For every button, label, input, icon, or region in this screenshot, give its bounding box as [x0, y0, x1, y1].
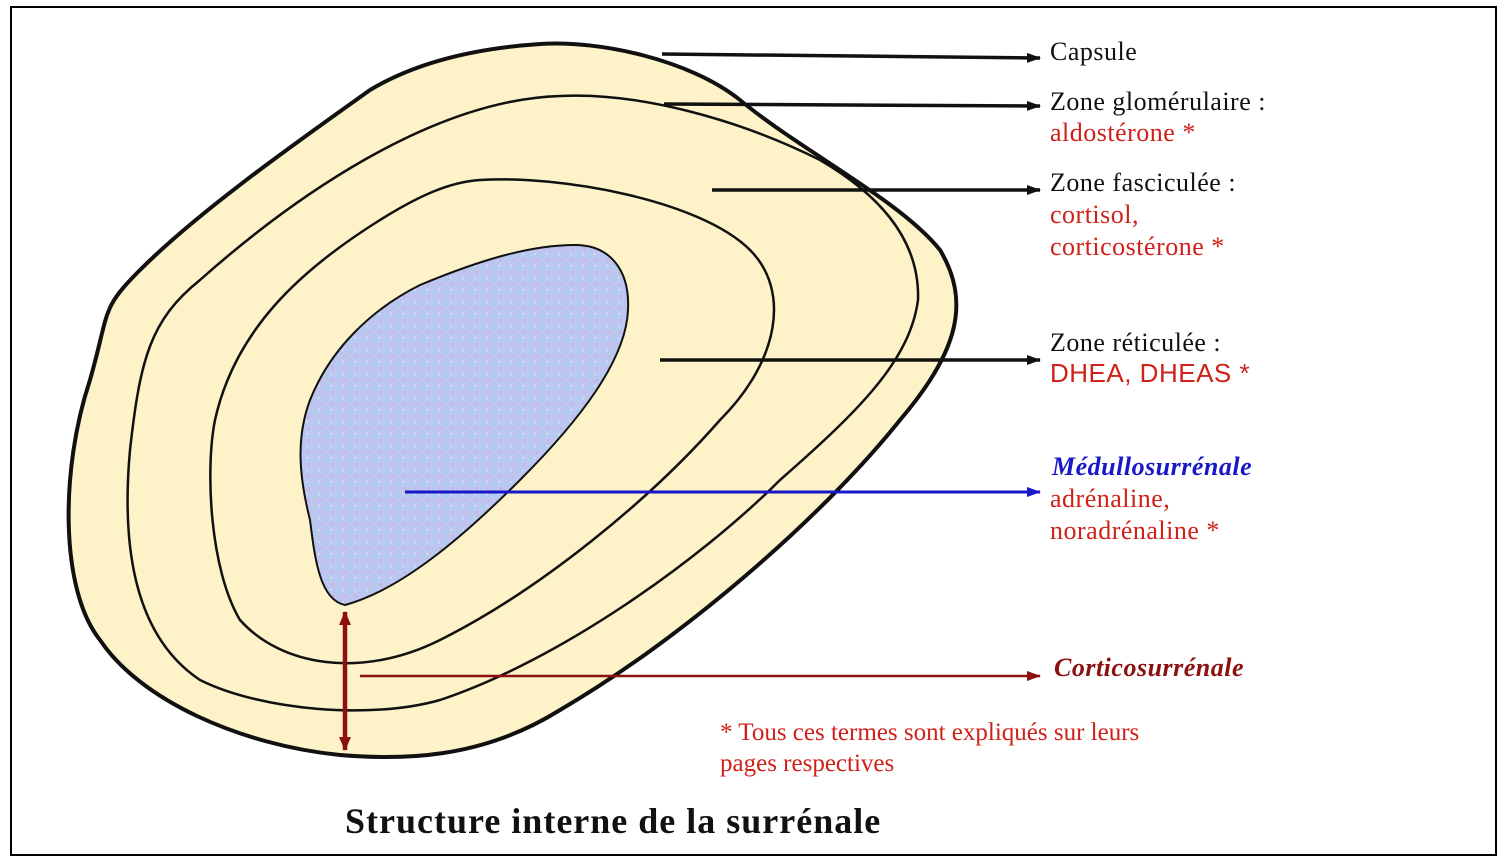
label-medulla: Médullosurrénale — [1052, 452, 1253, 481]
label-reticularis-hormones: DHEA, DHEAS * — [1050, 358, 1251, 388]
label-glomerulosa: Zone glomérulaire : — [1050, 87, 1266, 116]
label-fasciculata-hormone-1: cortisol, — [1050, 200, 1139, 229]
glomerulosa-boundary — [126, 94, 920, 712]
diagram-caption: Structure interne de la surrénale — [345, 801, 882, 841]
label-capsule: Capsule — [1050, 37, 1138, 66]
label-reticularis: Zone réticulée : — [1050, 328, 1222, 357]
fasciculata-boundary — [209, 178, 776, 665]
footnote-line-2: pages respectives — [720, 750, 895, 777]
capsule-arrow — [661, 52, 1041, 63]
glomerulosa-arrow — [663, 100, 1041, 111]
label-cortex: Corticosurrénale — [1054, 653, 1245, 682]
label-medulla-hormone-2: noradrénaline * — [1050, 516, 1220, 545]
label-medulla-hormone-1: adrénaline, — [1050, 484, 1171, 513]
label-fasciculata: Zone fasciculée : — [1050, 168, 1237, 197]
medulla — [299, 243, 630, 607]
label-fasciculata-hormone-2: corticostérone * — [1050, 232, 1225, 261]
footnote-line-1: * Tous ces termes sont expliqués sur leu… — [720, 719, 1140, 746]
label-glomerulosa-hormones: aldostérone * — [1050, 118, 1196, 147]
